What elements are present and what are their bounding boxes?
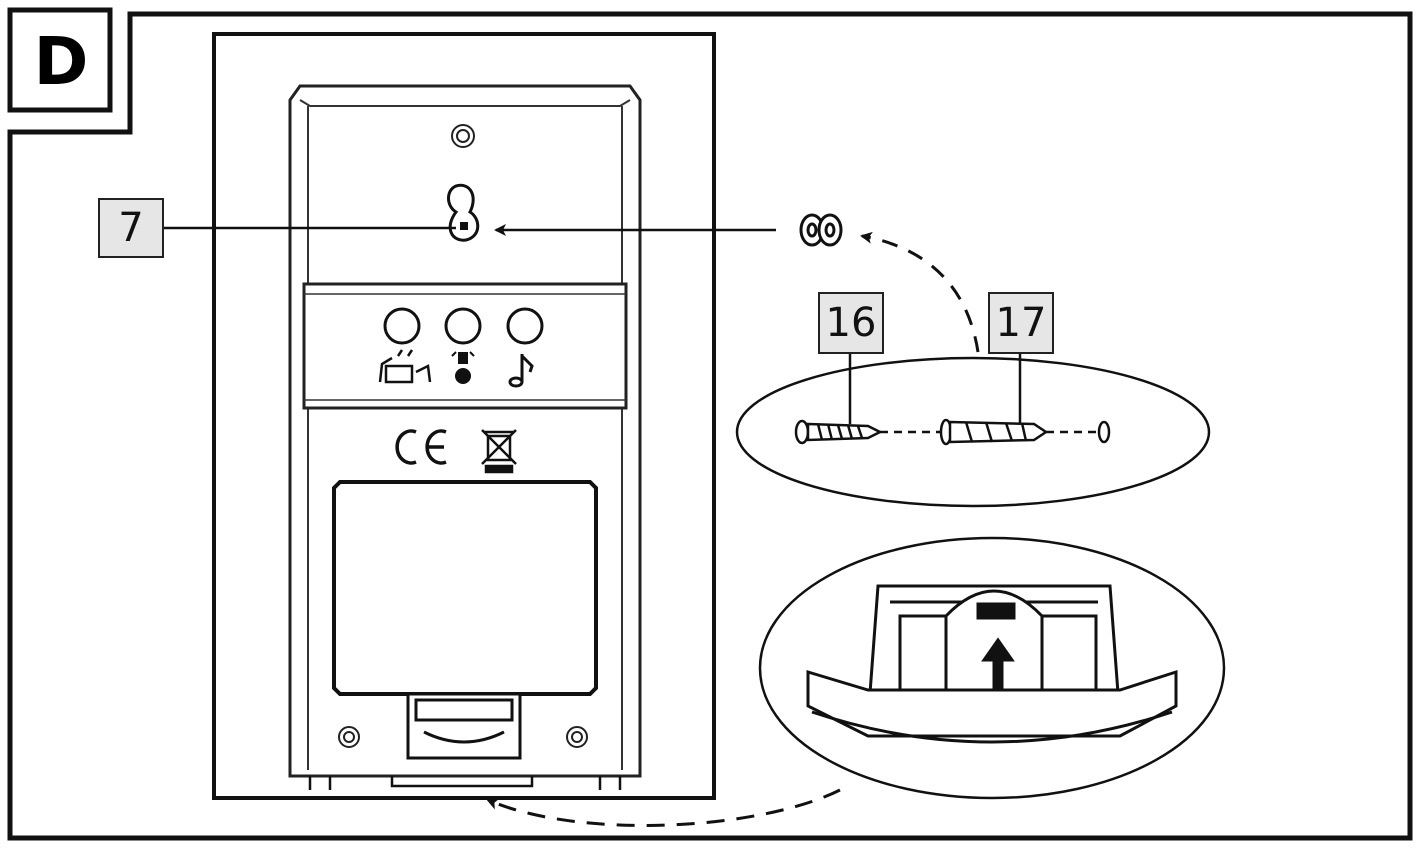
button-volume [444,307,482,345]
battery-latch [406,692,522,760]
screw-16-icon [794,419,883,445]
top-screw [451,124,475,148]
button-band [302,282,628,410]
callout-16: 16 [818,292,884,354]
dashed-arc-top [860,231,980,353]
music-note-icon [508,354,534,388]
dashed-arc-bottom [486,788,841,827]
bottom-right-screw [566,726,588,748]
outer-frame [7,11,1413,841]
keyhole-icon [447,183,480,242]
button-tone [506,307,544,345]
screw-head-icon [799,213,843,247]
panel-letter-box [7,7,113,113]
device-bottom-edge [308,776,622,790]
bottom-left-screw [338,726,360,748]
ce-mark-icon [395,429,447,465]
wall-hole-icon [1097,420,1111,444]
wall-plug-17-icon [939,418,1049,446]
keyhole-center [460,222,468,230]
button-melody [383,307,421,345]
drum-tune-icon [378,349,432,384]
battery-compartment [332,480,598,696]
volume-icon [451,351,475,384]
device-top-bevel [299,99,631,107]
latch-detail [806,584,1178,744]
weee-bin-icon [481,429,517,474]
callout-17: 17 [988,292,1054,354]
callout-7: 7 [98,198,164,258]
panel-letter: D [33,22,89,100]
